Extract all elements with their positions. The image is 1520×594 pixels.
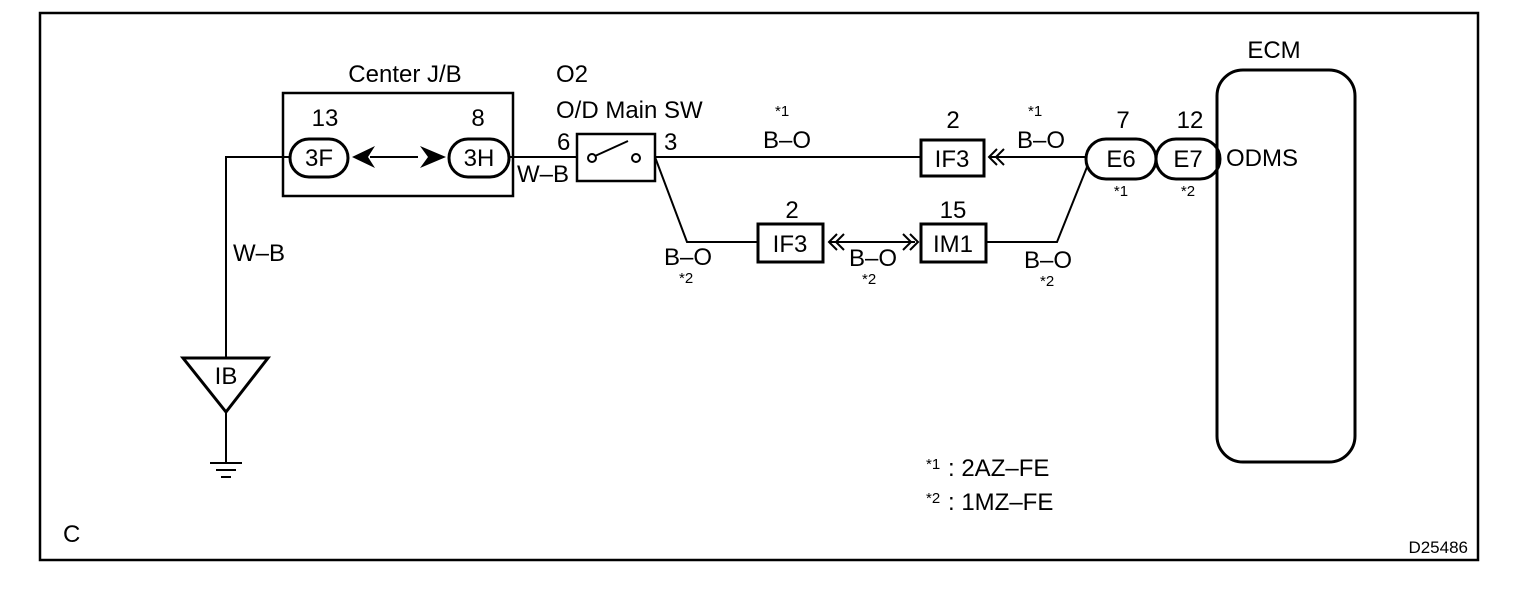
switch-code: O2 [556,61,588,88]
e7-label: E7 [1173,146,1202,173]
figure-id: D25486 [1408,538,1468,557]
wire-note-upper-2: *1 [1028,103,1042,120]
upper-if3-pin: 2 [946,107,959,134]
od-main-switch: O2 O/D Main SW 6 3 [556,61,703,183]
upper-if3-label: IF3 [935,146,970,173]
im1-pin: 15 [940,197,967,224]
ground-point-ib: IB [179,356,272,462]
wire-label-wb-jb: W–B [517,161,569,188]
e7-pin: 12 [1177,107,1204,134]
jb-left-pin: 13 [312,105,339,132]
wire-lower-to-ecm [986,161,1090,243]
jb-right-arrow [420,146,446,168]
connector-upper-if3: 2 IF3 [919,107,1005,178]
wire-label-wb-ground: W–B [233,240,285,267]
im1-box [919,222,988,264]
e7-box [1154,137,1222,181]
switch-lever [594,140,629,157]
ib-triangle [179,356,272,415]
lower-if3-label: IF3 [773,231,808,258]
ecm-unit: ECM ODMS [1215,37,1357,464]
ecm-box [1215,68,1357,464]
ecm-connector-e7: 12 E7 *2 [1154,107,1222,200]
lower-if3-pin: 2 [785,197,798,224]
connector-3h-label: 3H [464,145,495,172]
wire-label-upper-1: B–O [763,127,811,154]
ground-icon [210,462,242,478]
connector-3f-label: 3F [305,145,333,172]
junction-block-box [281,91,515,198]
wire-label-lower-1: B–O [664,244,712,271]
switch-pin-out: 3 [664,129,677,156]
legend-mark-2: *2 [926,490,940,507]
e6-note: *1 [1114,183,1128,200]
wire-note-upper-1: *1 [775,103,789,120]
e6-label: E6 [1106,146,1135,173]
switch-pin-in: 6 [557,129,570,156]
wire-note-lower-2: *2 [862,271,876,288]
center-junction-block: Center J/B 13 8 3F 3H [281,61,515,198]
wire-note-lower-1: *2 [679,270,693,287]
corner-letter: C [63,521,80,548]
e7-note: *2 [1181,183,1195,200]
ecm-title: ECM [1247,37,1300,64]
connector-im1: 15 IM1 [902,197,988,264]
e6-pin: 7 [1116,107,1129,134]
wire-lower-branch-1 [654,156,758,243]
upper-if3-box [919,138,986,178]
legend-text-1: : 2AZ–FE [948,455,1049,482]
wire-label-upper-2: B–O [1017,127,1065,154]
im1-label: IM1 [933,231,973,258]
legend-mark-1: *1 [926,456,940,473]
wire-label-lower-2: B–O [849,245,897,272]
wire-label-lower-3: B–O [1024,247,1072,274]
connector-lower-if3: 2 IF3 [756,197,845,264]
jb-left-arrow [352,146,375,168]
switch-name: O/D Main SW [556,97,703,124]
ground-wire [225,156,290,358]
lower-if3-box [756,222,825,264]
ecm-connector-e6: 7 E6 *1 [1084,107,1158,200]
legend-text-2: : 1MZ–FE [948,489,1053,516]
switch-contact-right [631,153,641,163]
wire-note-lower-3: *2 [1040,273,1054,290]
switch-contact-left [587,153,597,163]
legend: *1 : 2AZ–FE *2 : 1MZ–FE [926,455,1053,516]
junction-block-title: Center J/B [348,61,461,88]
diagram-frame [38,11,1480,562]
ib-label: IB [215,363,238,390]
jb-right-pin: 8 [471,105,484,132]
ecm-terminal: ODMS [1226,145,1298,172]
